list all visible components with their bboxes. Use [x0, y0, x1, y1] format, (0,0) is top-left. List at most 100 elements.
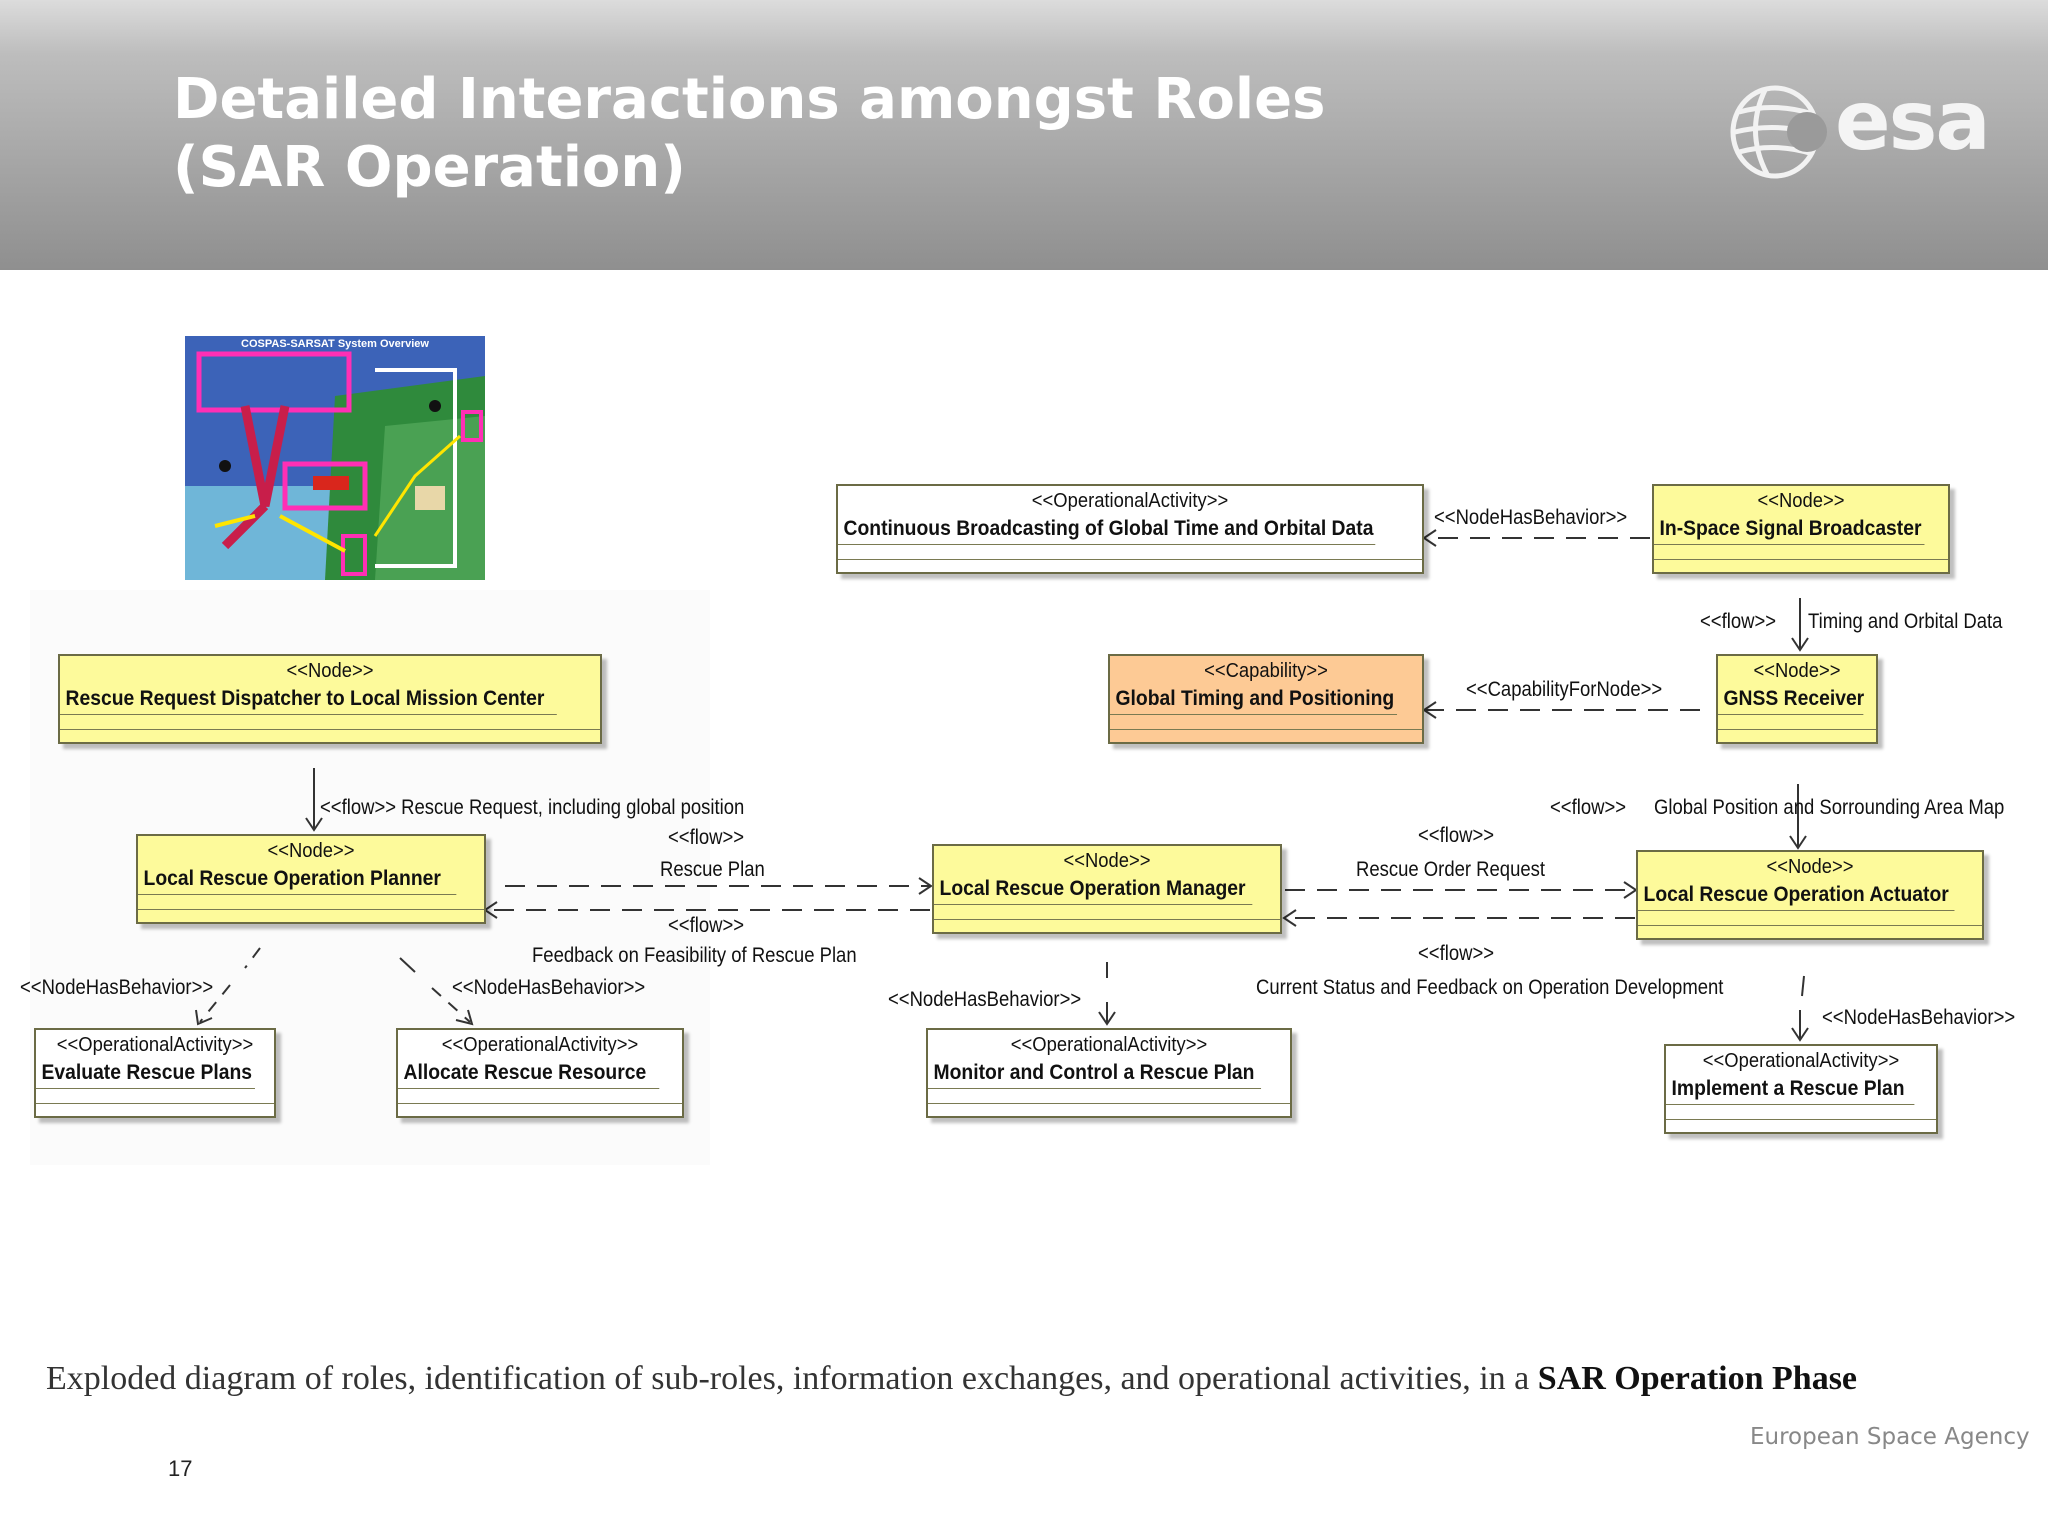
box-compartment [1638, 926, 1982, 938]
connector-allocate-upper [399, 957, 416, 973]
box-stereotype: <<OperationalActivity>> [1031, 490, 1229, 512]
page-number: 17 [168, 1456, 193, 1481]
label-flow-status: <<flow>> [1418, 942, 1495, 965]
box-name: Local Rescue Operation Planner [138, 864, 457, 895]
label-position-map: Global Position and Sorrounding Area Map [1654, 796, 2005, 819]
box-stereotype: <<Capability>> [1204, 660, 1328, 682]
label-flow-position: <<flow>> [1550, 796, 1627, 819]
box-compartment [838, 560, 1422, 572]
box-name: Local Rescue Operation Actuator [1638, 880, 1955, 911]
label-status-feedback: Current Status and Feedback on Operation… [1256, 976, 1724, 999]
box-compartment [138, 895, 484, 910]
timing-capability-box: <<Capability>> Global Timing and Positio… [1108, 654, 1424, 744]
title-line-2: (SAR Operation) [173, 135, 686, 200]
box-stereotype: <<OperationalActivity>> [56, 1034, 254, 1056]
box-name: GNSS Receiver [1718, 684, 1864, 715]
label-flow-rescue-request: <<flow>> Rescue Request, including globa… [320, 796, 745, 819]
label-capabilityfornode: <<CapabilityForNode>> [1466, 678, 1663, 701]
actuator-node: <<Node>> Local Rescue Operation Actuator [1636, 850, 1984, 940]
arrowhead-monitor [1098, 1011, 1116, 1026]
label-feedback: Feedback on Feasibility of Rescue Plan [532, 944, 857, 967]
box-name: Implement a Rescue Plan [1666, 1074, 1915, 1105]
label-flow-feedback: <<flow>> [668, 914, 745, 937]
slide-title: Detailed Interactions amongst Roles (SAR… [173, 66, 1325, 202]
box-name: Allocate Rescue Resource [398, 1058, 660, 1089]
label-flow-timing: <<flow>> [1700, 610, 1777, 633]
esa-globe-icon [1730, 85, 1827, 179]
box-stereotype: <<Node>> [1766, 856, 1854, 878]
label-flow-order: <<flow>> [1418, 824, 1495, 847]
arrowhead-activity [1422, 529, 1437, 547]
planner-node: <<Node>> Local Rescue Operation Planner [136, 834, 486, 924]
arrowhead-capability [1422, 701, 1437, 719]
title-line-1: Detailed Interactions amongst Roles [173, 67, 1326, 132]
box-compartment [1638, 911, 1982, 926]
evaluate-activity-box: <<OperationalActivity>> Evaluate Rescue … [34, 1028, 276, 1118]
thumbnail-title: COSPAS-SARSAT System Overview [241, 338, 429, 350]
label-order-request: Rescue Order Request [1356, 858, 1546, 881]
box-compartment [1666, 1105, 1936, 1120]
connector-evaluate [199, 984, 231, 1023]
box-stereotype: <<Node>> [267, 840, 355, 862]
box-stereotype: <<Node>> [286, 660, 374, 682]
box-stereotype: <<OperationalActivity>> [441, 1034, 639, 1056]
box-compartment [1654, 545, 1948, 560]
label-flow-plan: <<flow>> [668, 826, 745, 849]
monitor-activity-box: <<OperationalActivity>> Monitor and Cont… [926, 1028, 1292, 1118]
box-name: Continuous Broadcasting of Global Time a… [838, 514, 1376, 545]
box-compartment [1110, 715, 1422, 730]
allocate-activity-box: <<OperationalActivity>> Allocate Rescue … [396, 1028, 684, 1118]
dispatcher-node: <<Node>> Rescue Request Dispatcher to Lo… [58, 654, 602, 744]
footer-agency: European Space Agency [1750, 1424, 2030, 1450]
box-compartment [934, 920, 1280, 932]
box-name: Rescue Request Dispatcher to Local Missi… [60, 684, 557, 715]
box-stereotype: <<OperationalActivity>> [1702, 1050, 1900, 1072]
arrowhead-actuator [1623, 881, 1638, 899]
box-compartment [928, 1089, 1290, 1104]
broadcast-activity-box: <<OperationalActivity>> Continuous Broad… [836, 484, 1424, 574]
label-nhb-allocate: <<NodeHasBehavior>> [452, 976, 646, 999]
slide-caption: Exploded diagram of roles, identificatio… [46, 1360, 2036, 1398]
connector-allocate [431, 987, 471, 1023]
box-name: In-Space Signal Broadcaster [1654, 514, 1925, 545]
caption-emphasis: SAR Operation Phase [1537, 1360, 1858, 1397]
label-nhb-monitor: <<NodeHasBehavior>> [888, 988, 1082, 1011]
slide-header: Detailed Interactions amongst Roles (SAR… [0, 0, 2048, 270]
label-nhb-implement: <<NodeHasBehavior>> [1822, 1006, 2016, 1029]
box-compartment [1654, 560, 1948, 572]
cospas-sarsat-thumbnail: COSPAS-SARSAT System Overview [185, 336, 485, 580]
box-name: Evaluate Rescue Plans [36, 1058, 255, 1089]
box-compartment [928, 1104, 1290, 1116]
box-name: Global Timing and Positioning [1110, 684, 1398, 715]
label-nodehasbehavior-top: <<NodeHasBehavior>> [1434, 506, 1628, 529]
box-stereotype: <<Node>> [1753, 660, 1841, 682]
esa-logo: esa [1725, 74, 2001, 182]
box-stereotype: <<Node>> [1757, 490, 1845, 512]
box-compartment [60, 730, 600, 742]
manager-node: <<Node>> Local Rescue Operation Manager [932, 844, 1282, 934]
box-compartment [934, 905, 1280, 920]
box-compartment [398, 1104, 682, 1116]
arrowhead-planner-request [305, 817, 323, 832]
label-rescue-plan: Rescue Plan [660, 858, 765, 881]
arrowhead-gnss [1791, 637, 1809, 652]
box-compartment [1718, 730, 1876, 742]
arrowhead-evaluate [195, 1009, 213, 1026]
box-compartment [60, 715, 600, 730]
box-stereotype: <<Node>> [1063, 850, 1151, 872]
box-name: Monitor and Control a Rescue Plan [928, 1058, 1262, 1089]
connector-actuator-implement-upper [1801, 975, 1805, 997]
sarsat-overview-illustration [185, 336, 485, 580]
box-compartment [1666, 1120, 1936, 1132]
label-nhb-evaluate: <<NodeHasBehavior>> [20, 976, 214, 999]
box-compartment [1718, 715, 1876, 730]
gnss-receiver-node: <<Node>> GNSS Receiver [1716, 654, 1878, 744]
arrowhead-manager [918, 877, 933, 895]
box-name: Local Rescue Operation Manager [934, 874, 1253, 905]
arrowhead-manager-status [1282, 909, 1297, 927]
esa-wordmark: esa [1835, 74, 1991, 169]
box-compartment [36, 1089, 274, 1104]
signal-broadcaster-node: <<Node>> In-Space Signal Broadcaster [1652, 484, 1950, 574]
connector-evaluate-upper [244, 947, 261, 969]
